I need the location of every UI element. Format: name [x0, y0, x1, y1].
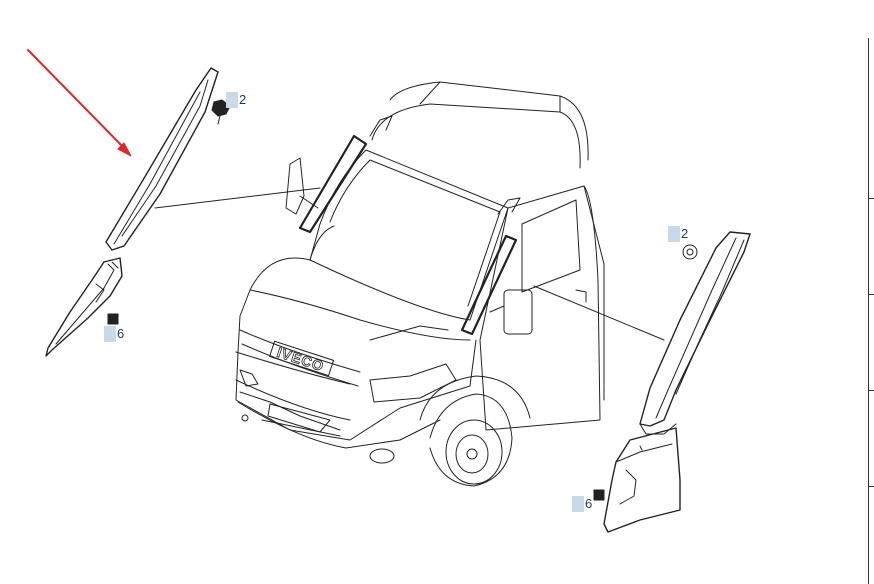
left-top-clip[interactable]: [211, 99, 231, 125]
callout-marker: [104, 326, 116, 342]
panel-divider: [869, 198, 874, 199]
panel-divider: [869, 294, 874, 295]
left-a-pillar-trim[interactable]: [105, 67, 219, 251]
right-top-nut[interactable]: [682, 244, 698, 260]
panel-divider: [869, 486, 874, 487]
panel-divider: [869, 390, 874, 391]
callout-number: 2: [681, 226, 689, 241]
callout-marker: [668, 226, 680, 242]
callout-left[interactable]: 6: [104, 326, 125, 342]
red-pointer-arrow: [27, 49, 132, 157]
leader-lines: [154, 187, 665, 341]
right-lower-pillar-trim[interactable]: [603, 427, 681, 533]
callout-marker: [572, 496, 584, 512]
callout-top-left[interactable]: 2: [226, 92, 247, 108]
iveco-badge-plate: [269, 340, 335, 377]
vehicle-badge-text: IVECO: [275, 344, 326, 374]
callout-number: 2: [239, 92, 247, 107]
left-bottom-clip[interactable]: [107, 313, 119, 325]
callout-right[interactable]: 2: [668, 226, 689, 242]
callout-bottom[interactable]: 6: [572, 496, 593, 512]
callout-marker: [226, 92, 238, 108]
truck-cab-illustration: [235, 81, 605, 487]
callout-number: 6: [585, 496, 593, 511]
right-a-pillar-trim[interactable]: [639, 231, 751, 435]
left-lower-pillar-trim[interactable]: [45, 257, 123, 357]
right-side-panel: [868, 38, 874, 584]
right-bottom-clip[interactable]: [593, 489, 605, 501]
callout-number: 6: [117, 326, 125, 341]
